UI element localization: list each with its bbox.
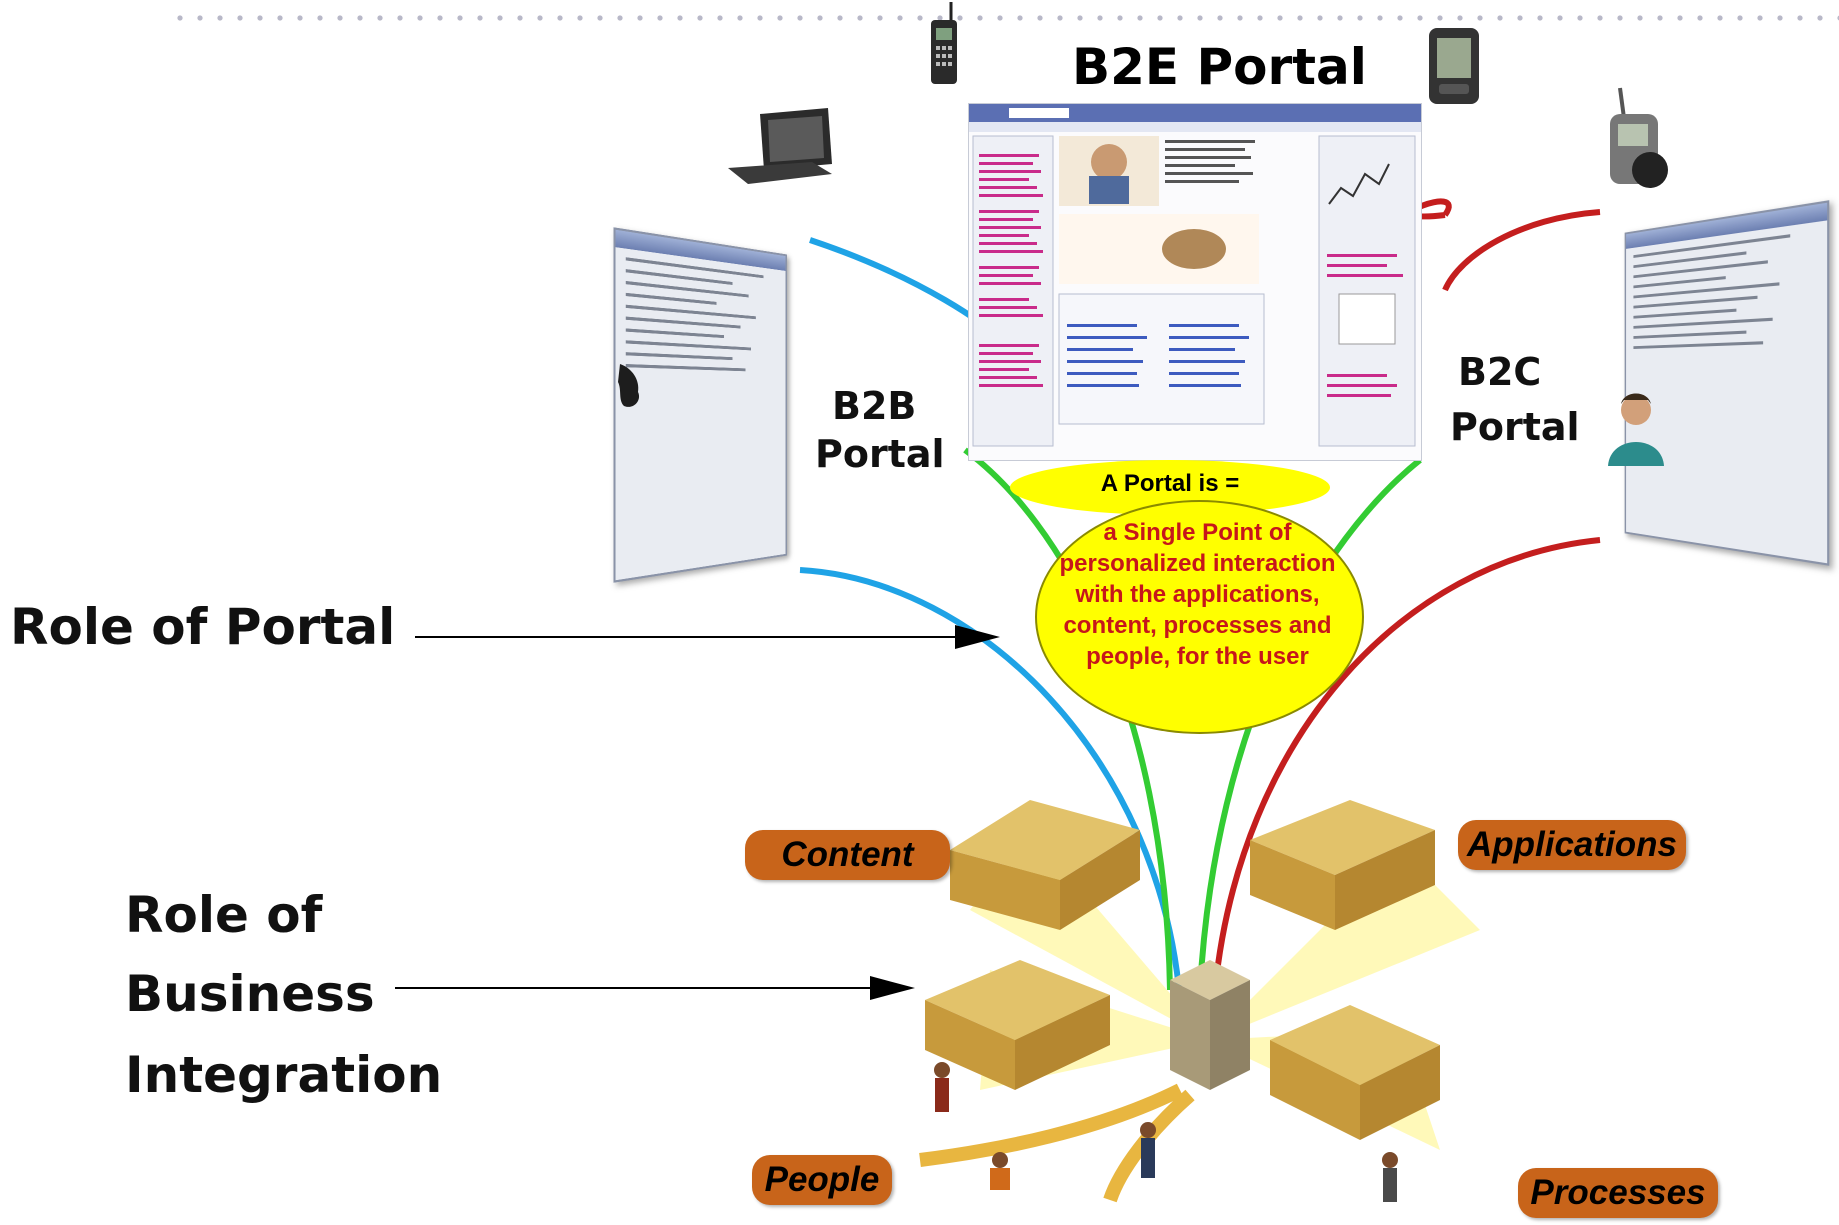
role-of-bi-line2: Business [125, 965, 375, 1023]
people-tag: People [752, 1155, 892, 1205]
business-integration-illustration [919, 800, 1480, 1203]
content-tag: Content [745, 830, 950, 880]
b2c-app-window [1624, 200, 1830, 566]
portal-page-thumbnail [969, 104, 1421, 447]
pda-icon [1429, 28, 1479, 104]
definition-bubble [1035, 500, 1364, 734]
role-of-portal-label: Role of Portal [10, 598, 396, 656]
b2c-label-line1: B2C [1458, 350, 1542, 394]
definition-line: personalized interaction [1059, 550, 1336, 577]
person-icon [1608, 393, 1664, 466]
processes-tag: Processes [1518, 1168, 1718, 1218]
definition-text: a Single Point of personalized interacti… [1035, 517, 1360, 672]
applications-tag: Applications [1458, 820, 1686, 870]
role-of-bi-line1: Role of [125, 886, 323, 944]
b2e-portal-screenshot [968, 103, 1422, 461]
role-of-bi-line3: Integration [125, 1046, 443, 1104]
definition-line: content, processes and [1063, 612, 1332, 639]
mobile-phone-icon [931, 2, 957, 84]
laptop-icon [728, 108, 832, 184]
definition-line: with the applications, [1075, 581, 1320, 608]
definition-line: people, for the user [1086, 643, 1309, 670]
b2b-label-line1: B2B [832, 384, 917, 428]
header-dotted-rule [170, 12, 1839, 24]
b2c-label-line2: Portal [1450, 405, 1580, 449]
b2b-label-line2: Portal [815, 432, 945, 476]
map-icon [618, 364, 640, 407]
definition-line: a Single Point of [1103, 519, 1292, 546]
handheld-device-icon [1610, 87, 1668, 188]
b2e-portal-title: B2E Portal [1072, 38, 1367, 96]
definition-heading: A Portal is = [1100, 470, 1240, 497]
